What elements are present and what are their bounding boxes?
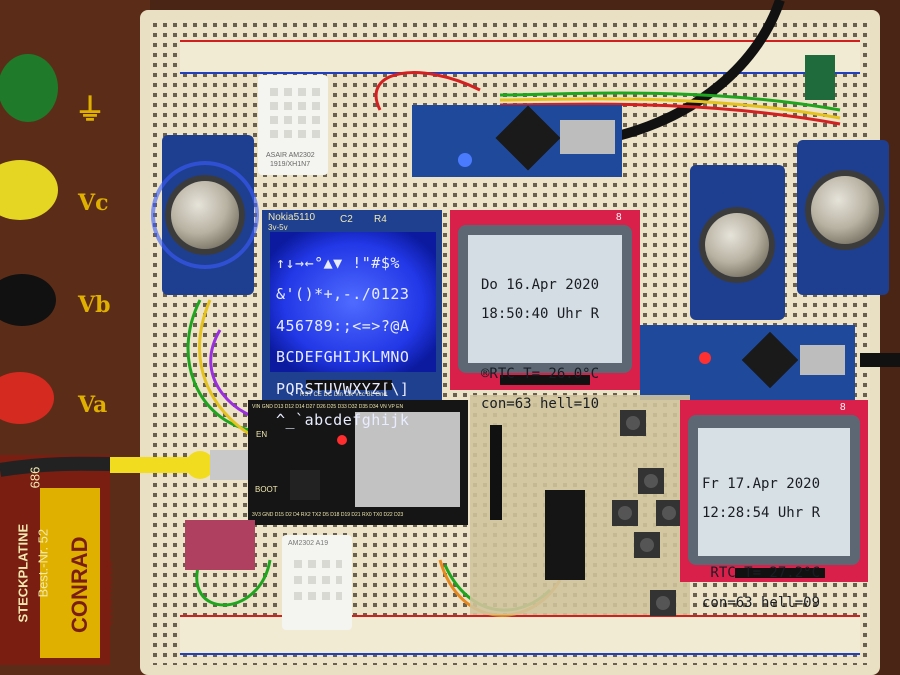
ic-chip bbox=[545, 490, 585, 580]
nokia-header-c2: C2 bbox=[340, 214, 353, 225]
tactile-buttons bbox=[612, 410, 682, 616]
label-vc: Vc bbox=[78, 190, 109, 216]
nokia-center-corner-num: 8 bbox=[616, 212, 622, 223]
nokia-center-line: ®RTC T= 26.0°C bbox=[481, 366, 600, 383]
nokia-right-line: Fr 17.Apr 2020 bbox=[702, 475, 821, 492]
part-number: Best.-Nr. 52 bbox=[35, 528, 51, 598]
sensor-bottom-label: AM2302 A19 bbox=[288, 540, 329, 547]
nokia-pin-labels: RST CE DC Din Clk Vcc BL Gnd bbox=[300, 392, 387, 398]
connector-header bbox=[185, 520, 255, 570]
nokia-blue-line: PQRSTUVWXYZ[\] bbox=[276, 379, 410, 398]
esp32-en-label: EN bbox=[256, 430, 268, 439]
esp32-pins-top: VIN GND D13 D12 D14 D27 D26 D25 D33 D32 … bbox=[252, 404, 404, 410]
nokia-center-line bbox=[481, 336, 599, 352]
humidity-sensor-top bbox=[258, 75, 328, 175]
nokia-header-r4: R4 bbox=[374, 214, 387, 225]
banana-jack-red bbox=[0, 372, 54, 424]
nokia-blue-line: BCDEFGHIJKLMNO bbox=[276, 348, 410, 367]
nokia-lcd-center-screen bbox=[468, 235, 622, 363]
nokia-lcd-right-screen bbox=[698, 428, 850, 556]
ground-symbol: ⏚ bbox=[75, 93, 105, 128]
banana-jack-green bbox=[0, 54, 58, 122]
nokia-blue-line: ^_`abcdefghijk bbox=[276, 411, 410, 430]
nokia-center-screen-text: Do 16.Apr 2020 18:50:40 Uhr R ®RTC T= 26… bbox=[481, 263, 599, 426]
esp32-pins-bottom: 3V3 GND D15 D2 D4 RX2 TX2 D5 D18 D19 D21… bbox=[252, 512, 404, 518]
nokia-right-line: con=63 hell=09 bbox=[702, 594, 821, 611]
nokia-right-line: 12:28:54 Uhr R bbox=[702, 505, 821, 522]
sensor-top-label-2: 1919/XH1N7 bbox=[270, 161, 311, 168]
nokia-center-line: Do 16.Apr 2020 bbox=[481, 276, 600, 293]
nokia-blue-screen-text: ↑↓→←°▲▼ !"#$% &'()*+,-./0123 456789:;<=>… bbox=[276, 240, 409, 445]
brand-top-text: STECKPLATINE bbox=[15, 523, 31, 623]
banana-jack-yellow bbox=[0, 160, 58, 220]
humidity-sensor-bottom bbox=[282, 535, 352, 630]
nokia-center-line: con=63 hell=10 bbox=[481, 395, 600, 412]
part-suffix: 686 bbox=[27, 466, 43, 489]
sensor-top-label-1: ASAIR AM2302 bbox=[266, 152, 315, 159]
nokia-right-line: RTC T= 27.2°C bbox=[702, 565, 821, 582]
brand-logo: CONRAD bbox=[67, 536, 92, 633]
nokia-blue-line: &'()*+,-./0123 bbox=[276, 285, 410, 304]
nokia-lcd-blue-screen bbox=[270, 232, 436, 372]
esp32-boot-label: BOOT bbox=[255, 485, 278, 494]
nokia-header-voltage: 3v-5v bbox=[268, 223, 288, 232]
nokia-blue-line: ↑↓→←°▲▼ !"#$% bbox=[276, 253, 400, 272]
nokia-blue-line: 456789:;<=>?@A bbox=[276, 316, 410, 335]
nokia-header-title: Nokia5110 bbox=[268, 212, 316, 223]
label-va: Va bbox=[78, 392, 108, 418]
nokia-right-corner-num: 8 bbox=[840, 402, 846, 413]
nokia-center-line: 18:50:40 Uhr R bbox=[481, 306, 600, 323]
brand-sub: ELECTRONIC bbox=[104, 560, 116, 626]
nokia-right-screen-text: Fr 17.Apr 2020 12:28:54 Uhr R RTC T= 27.… bbox=[702, 462, 820, 625]
label-vb: Vb bbox=[78, 292, 111, 318]
nokia-right-line bbox=[702, 535, 820, 551]
